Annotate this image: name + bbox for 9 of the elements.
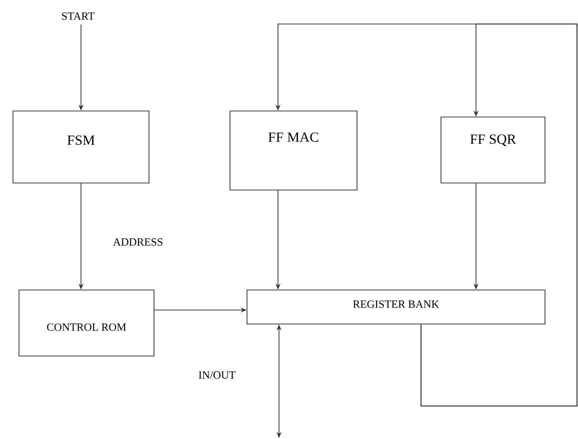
process-box: CONTROL ROM <box>18 290 154 356</box>
process-box: FSM <box>12 110 150 184</box>
edge-label: IN/OUT <box>197 370 237 380</box>
start-label: START <box>62 12 94 20</box>
edge-label: ADDRESS <box>112 237 164 247</box>
process-box: FF MAC <box>230 110 358 190</box>
arrow <box>420 24 578 406</box>
process-box: REGISTER BANK <box>246 290 546 324</box>
process-box: FF SQR <box>440 116 546 184</box>
